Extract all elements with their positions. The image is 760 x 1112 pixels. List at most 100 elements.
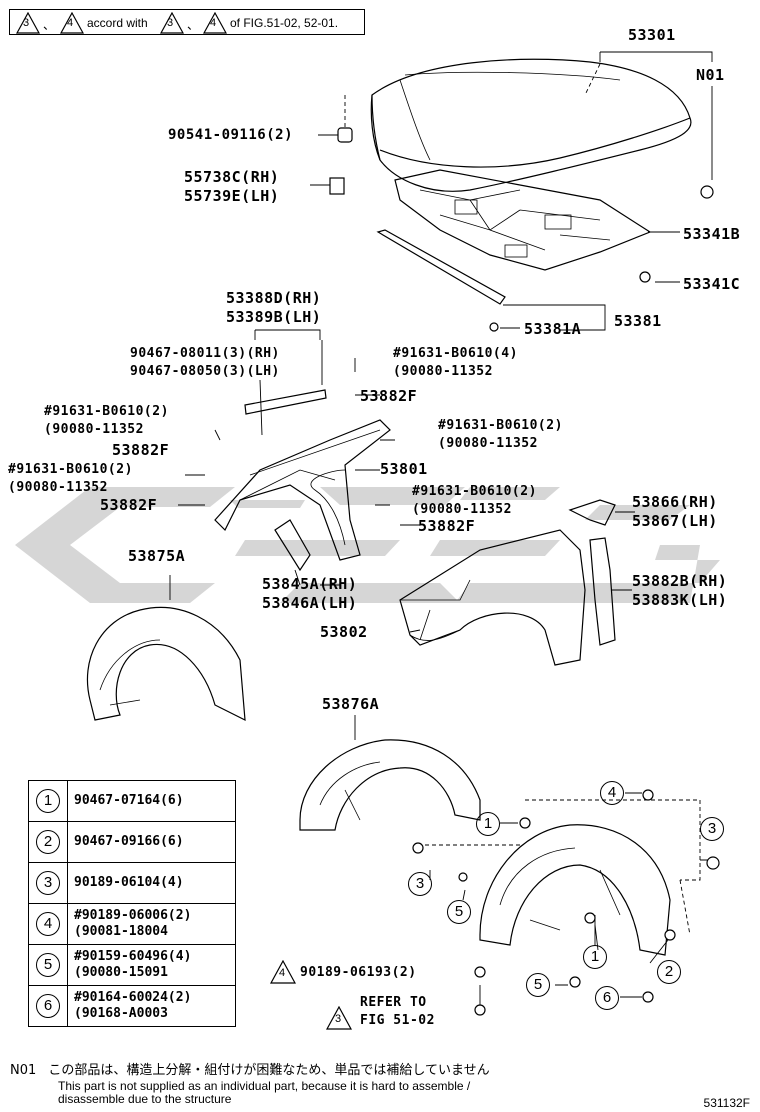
- callout-91631-top: #91631-B0610(4): [393, 346, 518, 361]
- callout-91631-r2: #91631-B0610(2): [412, 484, 537, 499]
- callout-53867: 53867(LH): [632, 512, 718, 530]
- fastener-legend-table: 1 90467-07164(6) 2 90467-09166(6) 3 90189-061…: [28, 780, 236, 1027]
- fender-side-seal: [589, 537, 616, 646]
- callout-53381: 53381: [614, 312, 662, 330]
- legend-row: 5 #90159-60496(4)(90080-15091: [28, 944, 236, 986]
- callout-91631-l1: #91631-B0610(2): [44, 404, 169, 419]
- watermark-logo: [15, 487, 720, 603]
- marker-3b: 3: [408, 872, 432, 896]
- callout-53882f-4: 53882F: [418, 517, 476, 535]
- figure-number: 531132F: [703, 1096, 750, 1110]
- callout-90080-l2: (90080-11352: [8, 480, 108, 495]
- callout-91631-l2: #91631-B0610(2): [8, 462, 133, 477]
- callout-53866: 53866(RH): [632, 493, 718, 511]
- header-separator-1: 、: [43, 18, 56, 32]
- marker-4: 4: [600, 781, 624, 805]
- marker-1a: 1: [476, 812, 500, 836]
- callout-90189-06193: 90189-06193(2): [300, 965, 417, 980]
- triangle-3-icon: [326, 1006, 352, 1030]
- legend-part-number: #90164-60024(2): [74, 990, 192, 1005]
- hood-inner-panel: [394, 169, 652, 271]
- marker-2: 2: [657, 960, 681, 984]
- callout-53883k: 53883K(LH): [632, 591, 728, 609]
- legend-number: 1: [36, 789, 60, 813]
- clip-55738: [329, 177, 345, 195]
- fender-seal-strip: [244, 389, 327, 415]
- callout-90467b: 90467-08050(3)(LH): [130, 364, 280, 379]
- bolt-n01: [700, 185, 714, 199]
- fender-apron: [214, 419, 391, 561]
- legend-part-number: #90189-06006(2): [74, 908, 192, 923]
- fender-bracket: [274, 519, 311, 572]
- triangle-3-icon: [16, 12, 40, 34]
- fender-stay: [568, 499, 616, 526]
- front-fender: [399, 529, 586, 666]
- legend-row: 2 90467-09166(6): [28, 821, 236, 863]
- callout-53802: 53802: [320, 623, 368, 641]
- callout-53801: 53801: [380, 460, 428, 478]
- hood-panel: [370, 58, 692, 192]
- triangle-4-icon: [60, 12, 84, 34]
- legend-alt-part-number: (90081-18004: [74, 924, 168, 939]
- callout-n01: N01: [696, 66, 725, 84]
- callout-55739: 55739E(LH): [184, 187, 280, 205]
- footer-en-line-2: disassemble due to the structure: [58, 1092, 232, 1106]
- marker-1b: 1: [583, 945, 607, 969]
- legend-part-number: 90467-07164(6): [74, 793, 184, 808]
- callout-90080-r1: (90080-11352: [438, 436, 538, 451]
- callout-90080-top: (90080-11352: [393, 364, 493, 379]
- marker-3a: 3: [700, 817, 724, 841]
- callout-53381a: 53381A: [524, 320, 582, 338]
- callout-53341b: 53341B: [683, 225, 741, 243]
- callout-53882f-3: 53882F: [100, 496, 158, 514]
- header-marker-a: 3: [23, 17, 30, 29]
- legend-number: 5: [36, 953, 60, 977]
- refer-line-1: REFER TO: [360, 995, 427, 1010]
- callout-53846: 53846A(LH): [262, 594, 358, 612]
- header-note-box: 3 、 4 accord with 3 、 4 of FIG.51-02, 52…: [9, 9, 365, 35]
- legend-number: 4: [36, 912, 60, 936]
- header-text-end: of FIG.51-02, 52-01.: [230, 16, 339, 30]
- callout-90080-r2: (90080-11352: [412, 502, 512, 517]
- legend-alt-part-number: (90168-A0003: [74, 1006, 168, 1021]
- liner-assembly: [479, 824, 671, 956]
- callout-53301: 53301: [628, 26, 676, 44]
- header-marker-a2: 3: [167, 17, 174, 29]
- legend-number: 3: [36, 871, 60, 895]
- callout-53882f-2: 53882F: [112, 441, 170, 459]
- callout-91631-r1: #91631-B0610(2): [438, 418, 563, 433]
- triangle-3-icon: [160, 12, 184, 34]
- callout-53388: 53388D(RH): [226, 289, 322, 307]
- callout-53341c: 53341C: [683, 275, 741, 293]
- legend-part-number: 90189-06104(4): [74, 875, 184, 890]
- marker-5a: 5: [447, 900, 471, 924]
- legend-row: 6 #90164-60024(2)(90168-A0003: [28, 985, 236, 1027]
- callout-53389: 53389B(LH): [226, 308, 322, 326]
- footer-note-jp: N01 この部品は、構造上分解・組付けが困難なため、単品では補給していません: [10, 1059, 490, 1078]
- callout-53845: 53845A(RH): [262, 575, 358, 593]
- front-liner: [86, 606, 246, 722]
- footer-en-line-1: This part is not supplied as an individu…: [58, 1079, 471, 1093]
- marker-6: 6: [595, 986, 619, 1010]
- rear-liner: [299, 739, 481, 831]
- hood-seal: [376, 229, 506, 305]
- footer-jp-text: この部品は、構造上分解・組付けが困難なため、単品では補給していません: [48, 1063, 490, 1078]
- callout-90080-l1: (90080-11352: [44, 422, 144, 437]
- clip-90541: [337, 127, 353, 143]
- callout-90541: 90541-09116(2): [168, 127, 294, 143]
- callout-53882f-1: 53882F: [360, 387, 418, 405]
- callout-55738: 55738C(RH): [184, 168, 280, 186]
- footer-n01-label: N01: [10, 1063, 37, 1078]
- legend-part-number: 90467-09166(6): [74, 834, 184, 849]
- legend-part-number: #90159-60496(4): [74, 949, 192, 964]
- legend-row: 3 90189-06104(4): [28, 862, 236, 904]
- refer-marker: 3: [335, 1013, 342, 1025]
- legend-number: 6: [36, 994, 60, 1018]
- legend-number: 2: [36, 830, 60, 854]
- header-separator-2: 、: [187, 18, 200, 32]
- triangle-4-icon: [270, 960, 296, 984]
- legend-alt-part-number: (90080-15091: [74, 965, 168, 980]
- callout-53882b: 53882B(RH): [632, 572, 728, 590]
